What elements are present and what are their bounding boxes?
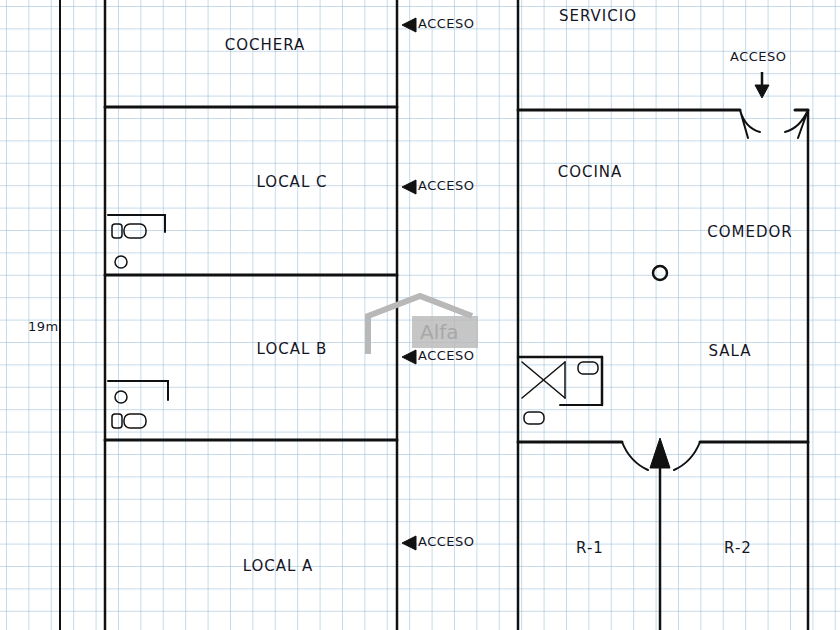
- walls: [60, 0, 808, 630]
- access-label: ACCESO: [418, 179, 475, 192]
- room-name: LOCAL C: [257, 175, 328, 190]
- room-name: COMEDOR: [707, 225, 792, 240]
- room-name: R-2: [724, 541, 752, 556]
- access-label: ACCESO: [418, 17, 475, 30]
- room-name: SALA: [708, 344, 751, 359]
- access-label: ACCESO: [418, 349, 475, 362]
- watermark: Alfa: [420, 322, 459, 342]
- watermark-patch: [412, 316, 478, 348]
- access-arrows: [402, 18, 769, 630]
- room: LOCAL B: [106, 276, 396, 439]
- room: LOCAL A: [106, 441, 396, 630]
- room-name: COCINA: [558, 165, 623, 180]
- room-name: LOCAL A: [243, 559, 314, 574]
- dimension-label: 19m: [28, 320, 59, 333]
- access-label: ACCESO: [730, 50, 787, 63]
- room: LOCAL C: [106, 108, 396, 274]
- room: COCINA: [519, 140, 659, 210]
- room-name: R-1: [576, 541, 604, 556]
- room-name: LOCAL B: [257, 342, 328, 357]
- room-name: SERVICIO: [559, 9, 637, 24]
- room: R-1: [519, 500, 659, 600]
- room-name: COCHERA: [225, 38, 306, 53]
- room: COCHERA: [106, 0, 396, 106]
- room: SALA: [680, 320, 807, 380]
- access-label: ACCESO: [418, 535, 475, 548]
- room: R-2: [662, 500, 807, 600]
- room: COMEDOR: [680, 200, 807, 260]
